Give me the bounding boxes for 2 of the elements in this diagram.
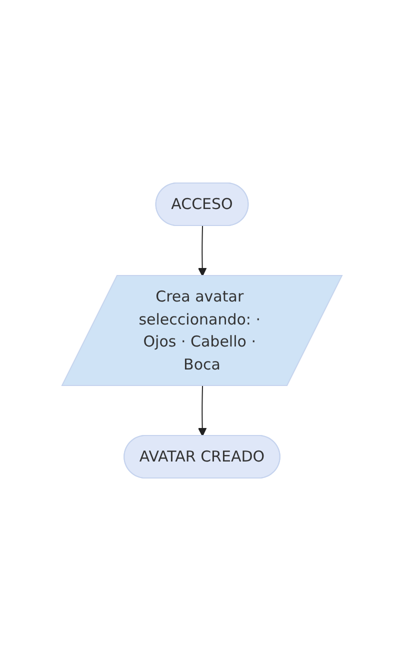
arrow <box>198 226 207 276</box>
arrow <box>198 386 207 436</box>
